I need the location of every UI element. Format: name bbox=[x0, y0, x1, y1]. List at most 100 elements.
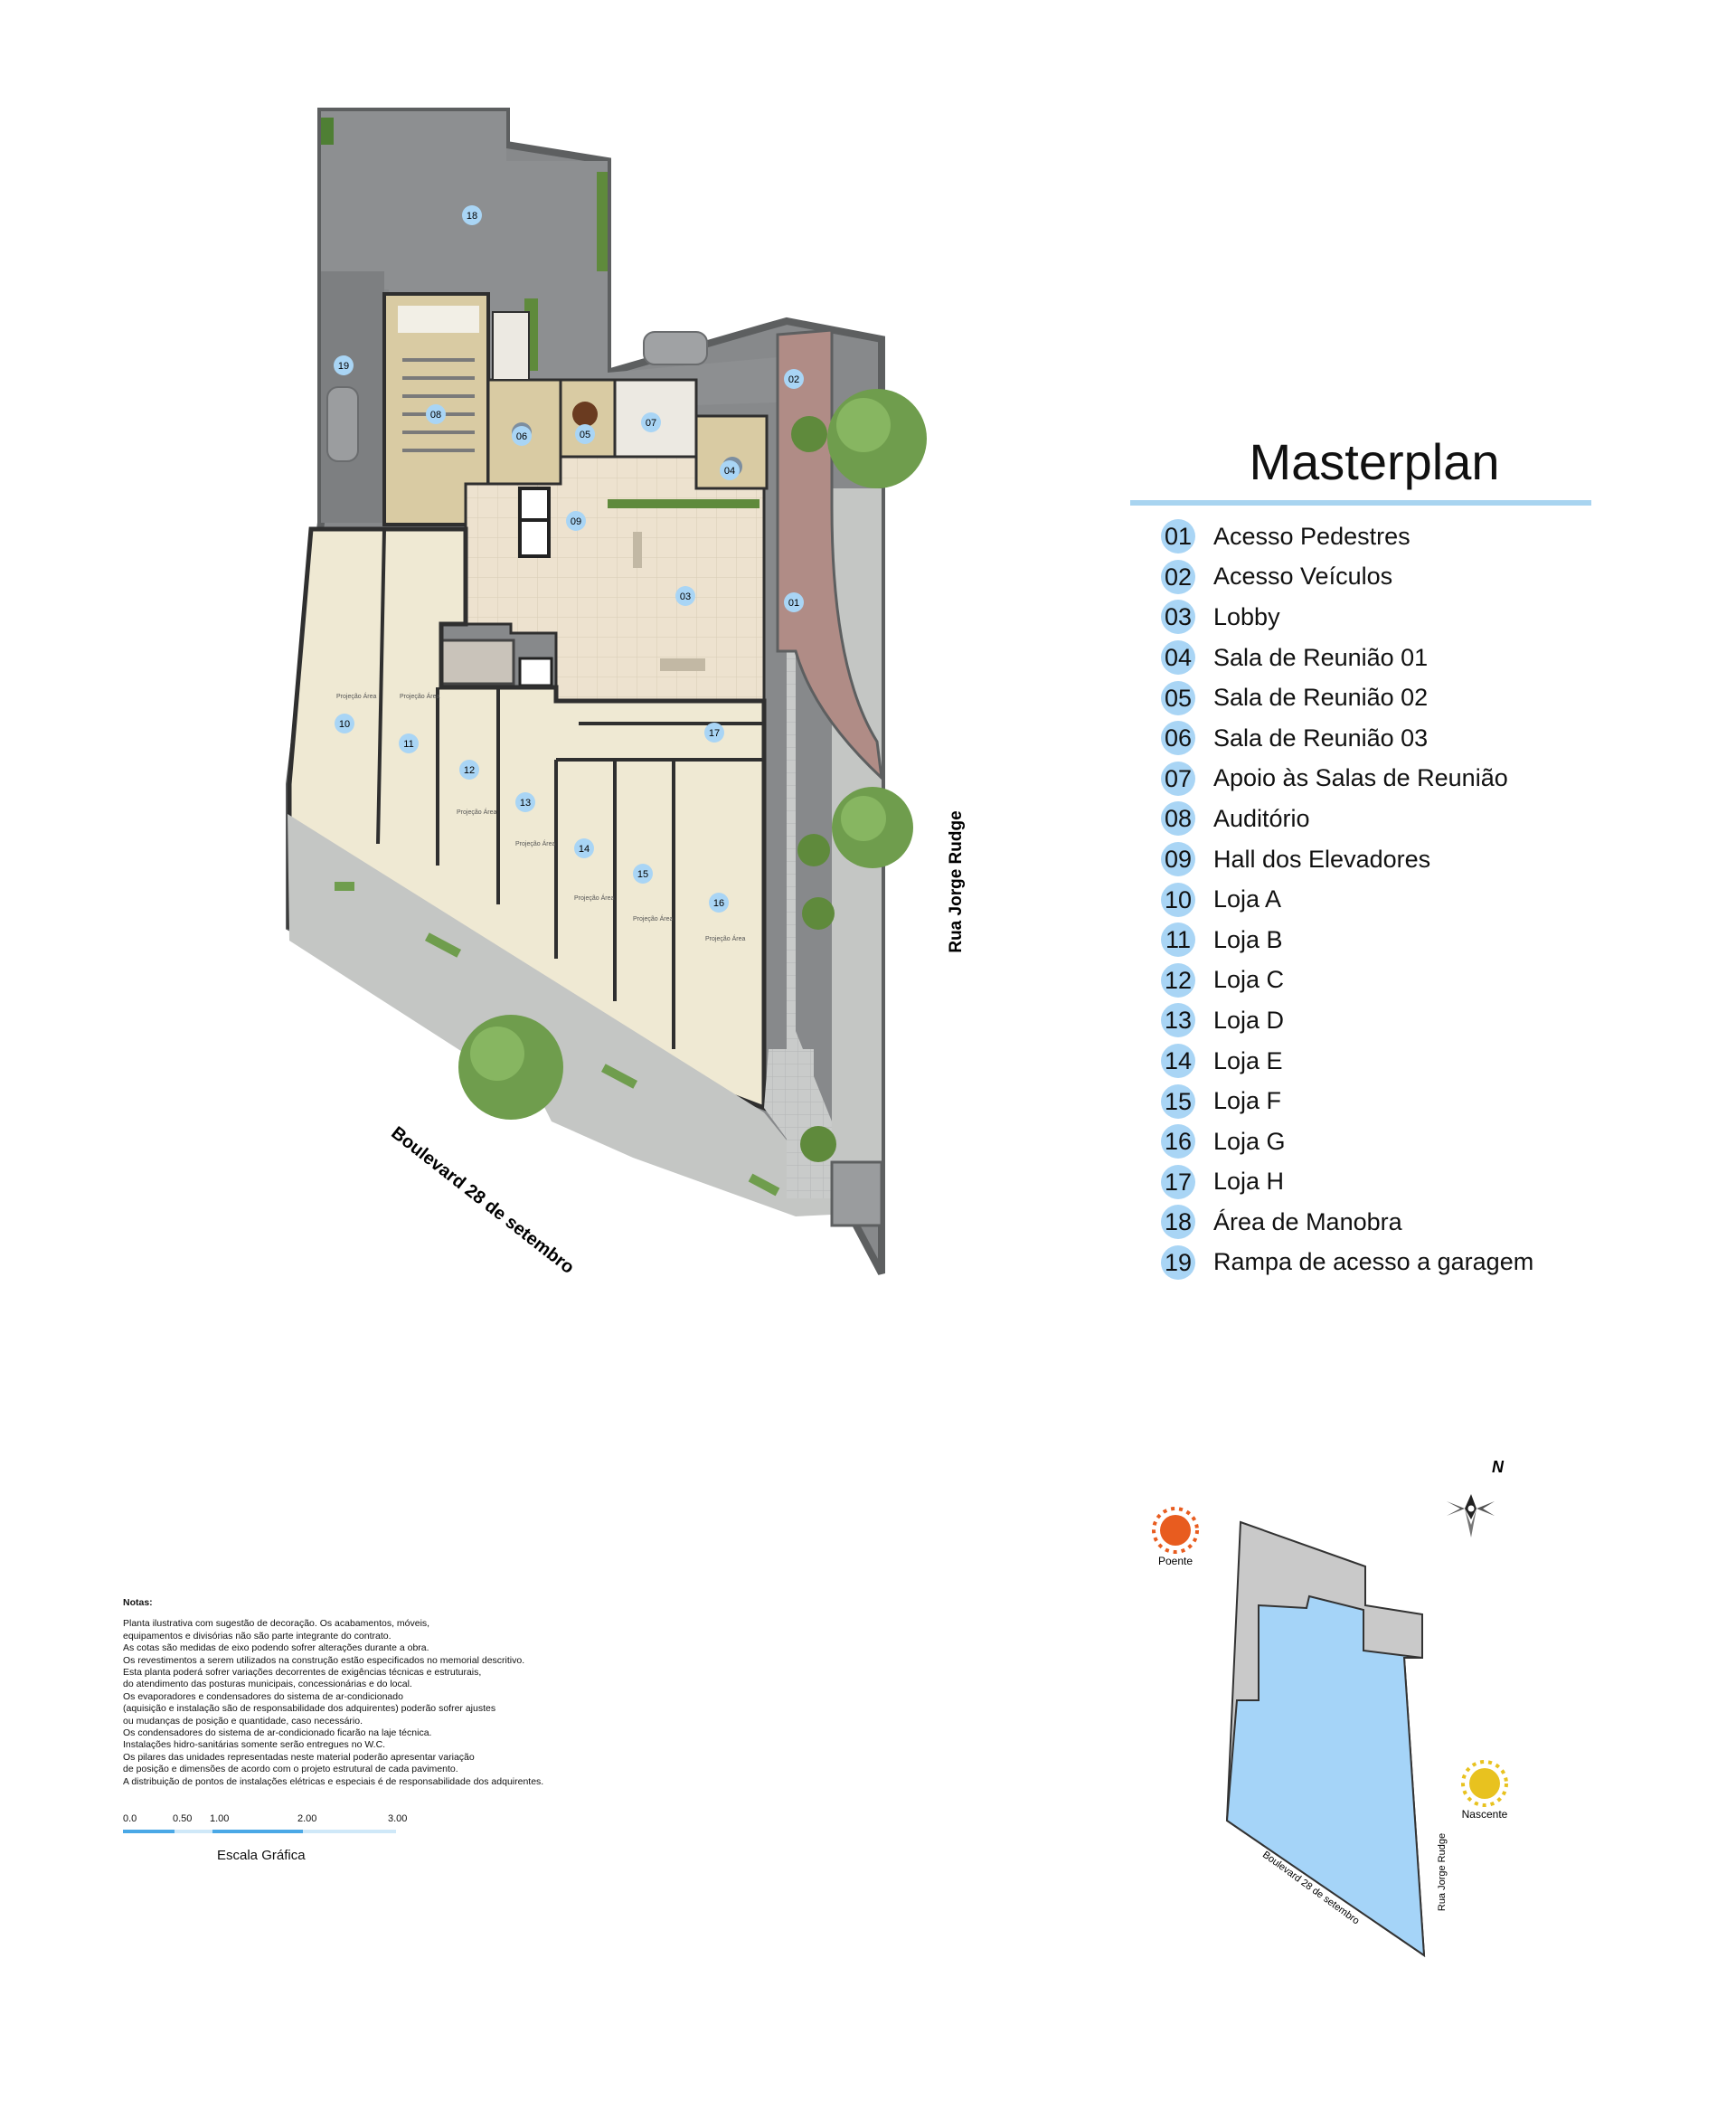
legend-title: Masterplan bbox=[1249, 433, 1500, 490]
legend-label: Loja C bbox=[1213, 966, 1285, 994]
plan-marker-circle bbox=[675, 586, 695, 606]
graphic-scale: 0.0 0.50 1.00 2.00 3.00 Escala Gráfica bbox=[123, 1813, 412, 1863]
plan-marker-circle bbox=[515, 792, 535, 812]
notes-title: Notas: bbox=[123, 1597, 153, 1608]
scale-tick-label: 0.0 bbox=[123, 1813, 137, 1824]
plan-marker-label: 13 bbox=[520, 798, 531, 809]
legend-label: Sala de Reunião 02 bbox=[1213, 684, 1429, 712]
plan-marker-circle bbox=[574, 838, 594, 858]
projection-label: Projeção Área bbox=[705, 934, 745, 942]
legend-number-badge: 10 bbox=[1161, 882, 1195, 917]
notes-line: Instalações hidro-sanitárias somente ser… bbox=[123, 1739, 386, 1751]
street-label-right: Rua Jorge Rudge bbox=[947, 810, 966, 952]
notes-line: (aquisição e instalação são de responsab… bbox=[123, 1703, 496, 1715]
plan-marker-circle bbox=[575, 424, 595, 444]
plan-marker-circle bbox=[720, 460, 740, 480]
legend-number-badge: 06 bbox=[1161, 721, 1195, 756]
notes-block: Notas: Planta ilustrativa com sugestão d… bbox=[123, 1597, 629, 1788]
legend-label: Acesso Pedestres bbox=[1213, 522, 1410, 550]
plan-marker-circle bbox=[709, 893, 729, 913]
legend-number-badge: 07 bbox=[1161, 761, 1195, 796]
scale-ticks: 0.0 0.50 1.00 2.00 3.00 bbox=[123, 1813, 412, 1826]
projection-label: Projeção Área bbox=[457, 808, 496, 816]
plan-marker-circle bbox=[566, 511, 586, 531]
notes-line: Os pilares das unidades representadas ne… bbox=[123, 1751, 475, 1763]
plan-marker-label: 05 bbox=[580, 430, 590, 440]
plan-marker-label: 04 bbox=[724, 466, 735, 477]
legend-item: 01 Acesso Pedestres bbox=[1161, 516, 1600, 557]
sunrise-label: Nascente bbox=[1462, 1808, 1508, 1821]
projection-label: Projeção Área bbox=[515, 839, 555, 847]
legend-label: Acesso Veículos bbox=[1213, 563, 1393, 591]
plan-marker-label: 18 bbox=[467, 211, 477, 222]
legend-number-badge: 03 bbox=[1161, 600, 1195, 635]
plan-marker-label: 02 bbox=[788, 374, 799, 385]
projection-label: Projeção Área bbox=[574, 894, 614, 902]
scale-bar bbox=[123, 1830, 396, 1837]
legend-number-badge: 09 bbox=[1161, 842, 1195, 877]
notes-line: equipamentos e divisórias não são parte … bbox=[123, 1630, 392, 1642]
sunrise-sun-icon bbox=[1461, 1760, 1508, 1807]
legend-number-badge: 05 bbox=[1161, 680, 1195, 715]
legend-label: Sala de Reunião 03 bbox=[1213, 724, 1429, 752]
scale-tick-label: 1.00 bbox=[210, 1813, 230, 1824]
projection-label: Projeção Área bbox=[633, 914, 673, 923]
compass-icon bbox=[1447, 1494, 1495, 1538]
notes-line: ou mudanças de posição e quantidade, cas… bbox=[123, 1715, 363, 1727]
legend-number-badge: 13 bbox=[1161, 1003, 1195, 1038]
scale-segment bbox=[175, 1830, 212, 1833]
legend-label: Sala de Reunião 01 bbox=[1213, 643, 1429, 671]
scale-tick-label: 2.00 bbox=[297, 1813, 317, 1824]
projection-labels: Projeção Área Projeção Área Projeção Áre… bbox=[336, 692, 745, 942]
scale-tick-label: 0.50 bbox=[173, 1813, 193, 1824]
plan-marker-circle bbox=[784, 369, 804, 389]
legend-label: Rampa de acesso a garagem bbox=[1213, 1248, 1534, 1276]
scale-title: Escala Gráfica bbox=[217, 1848, 306, 1863]
lobby-floor bbox=[439, 455, 766, 703]
trees bbox=[335, 389, 927, 1197]
sunset-sun-icon bbox=[1152, 1507, 1199, 1554]
notes-line: Os evaporadores e condensadores do siste… bbox=[123, 1690, 403, 1702]
plan-marker-circle bbox=[334, 355, 354, 375]
plan-marker-label: 17 bbox=[709, 728, 720, 739]
legend-number-badge: 15 bbox=[1161, 1083, 1195, 1119]
scale-segment bbox=[123, 1830, 175, 1833]
scale-segment bbox=[212, 1830, 303, 1833]
projection-label: Projeção Área bbox=[400, 692, 439, 700]
legend-number-badge: 17 bbox=[1161, 1164, 1195, 1199]
scale-tick-label: 3.00 bbox=[388, 1813, 408, 1824]
legend-label: Apoio às Salas de Reunião bbox=[1213, 764, 1508, 792]
legend-number-badge: 12 bbox=[1161, 962, 1195, 998]
garage-ramp bbox=[321, 271, 708, 523]
notes-line: Os condensadores do sistema de ar-condic… bbox=[123, 1727, 432, 1739]
plan-marker-circle bbox=[335, 714, 354, 733]
legend-label: Loja E bbox=[1213, 1046, 1283, 1074]
legend-item: 05 Sala de Reunião 02 bbox=[1161, 677, 1600, 718]
legend-item: 03 Lobby bbox=[1161, 597, 1600, 638]
plan-marker-label: 03 bbox=[680, 591, 691, 602]
legend-label: Loja G bbox=[1213, 1127, 1286, 1155]
plan-marker-label: 19 bbox=[338, 361, 349, 372]
legend-label: Lobby bbox=[1213, 602, 1280, 630]
legend-number-badge: 04 bbox=[1161, 640, 1195, 676]
plan-marker-circle bbox=[462, 205, 482, 225]
plan-marker-circle bbox=[704, 723, 724, 743]
legend-label: Loja F bbox=[1213, 1087, 1282, 1115]
legend-item: 06 Sala de Reunião 03 bbox=[1161, 718, 1600, 759]
legend-number-badge: 08 bbox=[1161, 801, 1195, 837]
legend-number-badge: 01 bbox=[1161, 519, 1195, 554]
plan-marker-circle bbox=[784, 592, 804, 612]
notes-line: As cotas são medidas de eixo podendo sof… bbox=[123, 1642, 429, 1654]
plan-marker-label: 06 bbox=[516, 431, 527, 442]
